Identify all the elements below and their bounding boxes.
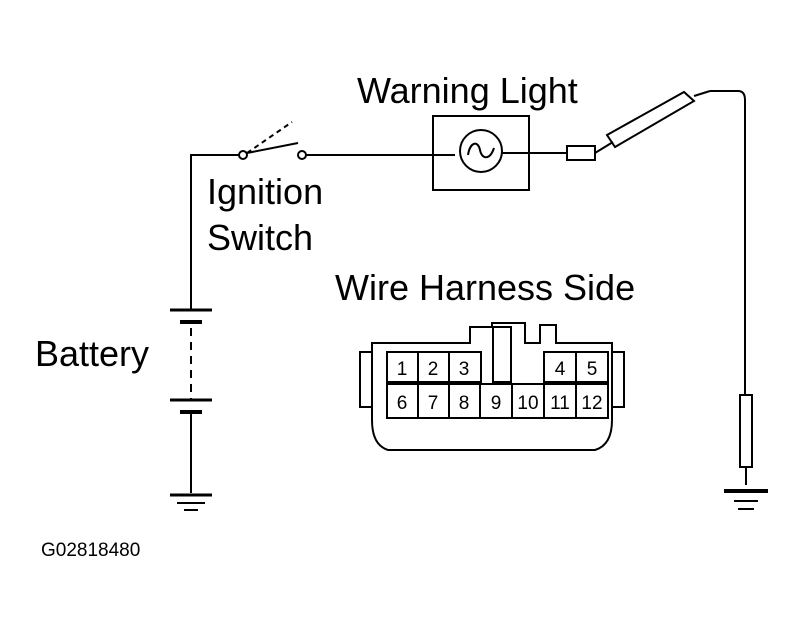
pin-label: 2 <box>428 359 439 380</box>
probe-top <box>594 90 711 154</box>
pin-label: 5 <box>587 359 598 380</box>
ignition-label-line1: Ignition <box>207 171 324 212</box>
pin-label: 11 <box>550 393 570 414</box>
pin-label: 10 <box>517 393 538 414</box>
figure-code: G02818480 <box>41 540 141 561</box>
connector-pin-grid <box>386 351 609 419</box>
connector-outline <box>359 322 625 451</box>
wire-harness-side-label: Wire Harness Side <box>335 267 636 308</box>
pin-label: 3 <box>459 359 470 380</box>
pin-label: 6 <box>397 393 408 414</box>
pin-label: 12 <box>581 393 602 414</box>
ignition-switch-symbol <box>238 121 307 160</box>
pin-label: 4 <box>555 359 566 380</box>
wire-switch-to-battery <box>190 154 240 310</box>
pin-labels-bottom: 6 7 8 9 10 11 12 <box>397 393 603 414</box>
battery-label: Battery <box>35 333 150 374</box>
ground-symbol-left <box>170 493 212 511</box>
fuse-symbol <box>566 145 596 161</box>
pin-label: 8 <box>459 393 470 414</box>
pin-label: 9 <box>491 393 502 414</box>
pin-label: 1 <box>397 359 408 380</box>
battery-symbol <box>170 308 212 414</box>
pin-labels-top: 1 2 3 4 5 <box>397 359 598 380</box>
pin-label: 7 <box>428 393 439 414</box>
ground-symbol-right <box>724 489 768 510</box>
warning-light-label: Warning Light <box>357 70 578 111</box>
ignition-label-line2: Switch <box>207 217 314 258</box>
probe-bottom <box>739 394 753 485</box>
wire-right-to-probe <box>710 90 746 395</box>
